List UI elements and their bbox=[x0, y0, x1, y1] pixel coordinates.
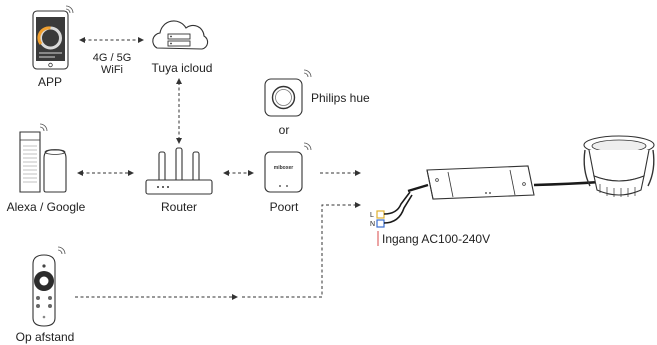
link-app-cloud-label-1: 4G / 5G bbox=[93, 52, 132, 64]
router-label: Router bbox=[161, 200, 197, 214]
link-router-gateway bbox=[223, 170, 254, 176]
smart-speaker-icon bbox=[19, 123, 67, 193]
router-icon bbox=[145, 147, 213, 195]
link-app-cloud-label-2: WiFi bbox=[101, 64, 123, 76]
terminal-l-label: L bbox=[370, 212, 374, 219]
cloud-label: Tuya icloud bbox=[152, 61, 213, 75]
driver-input-wires bbox=[383, 183, 429, 224]
led-downlight-icon bbox=[583, 135, 655, 197]
gateway-label: Poort bbox=[270, 200, 299, 214]
gateway-brand: miboxer bbox=[274, 165, 294, 171]
cloud-icon bbox=[152, 20, 209, 50]
remote-label: Op afstand bbox=[16, 330, 75, 344]
or-label: or bbox=[279, 123, 290, 137]
link-cloud-router bbox=[176, 78, 182, 144]
link-voice-router bbox=[77, 170, 134, 176]
input-voltage-label: Ingang AC100-240V bbox=[382, 232, 490, 246]
remote-control-icon bbox=[32, 246, 66, 327]
link-app-cloud bbox=[79, 37, 144, 43]
link-remote-driver bbox=[75, 202, 361, 300]
philips-hue-label: Philips hue bbox=[311, 91, 370, 105]
link-gateway-driver bbox=[320, 170, 361, 176]
driver-output-cable bbox=[533, 180, 601, 187]
terminal-n-label: N bbox=[370, 221, 375, 228]
voice-assistant-label: Alexa / Google bbox=[7, 200, 86, 214]
app-label: APP bbox=[38, 75, 62, 89]
phone-icon bbox=[32, 5, 74, 70]
philips-hue-bridge-icon bbox=[264, 69, 312, 117]
led-driver-icon bbox=[426, 165, 535, 200]
gateway-icon: miboxer bbox=[264, 142, 312, 193]
